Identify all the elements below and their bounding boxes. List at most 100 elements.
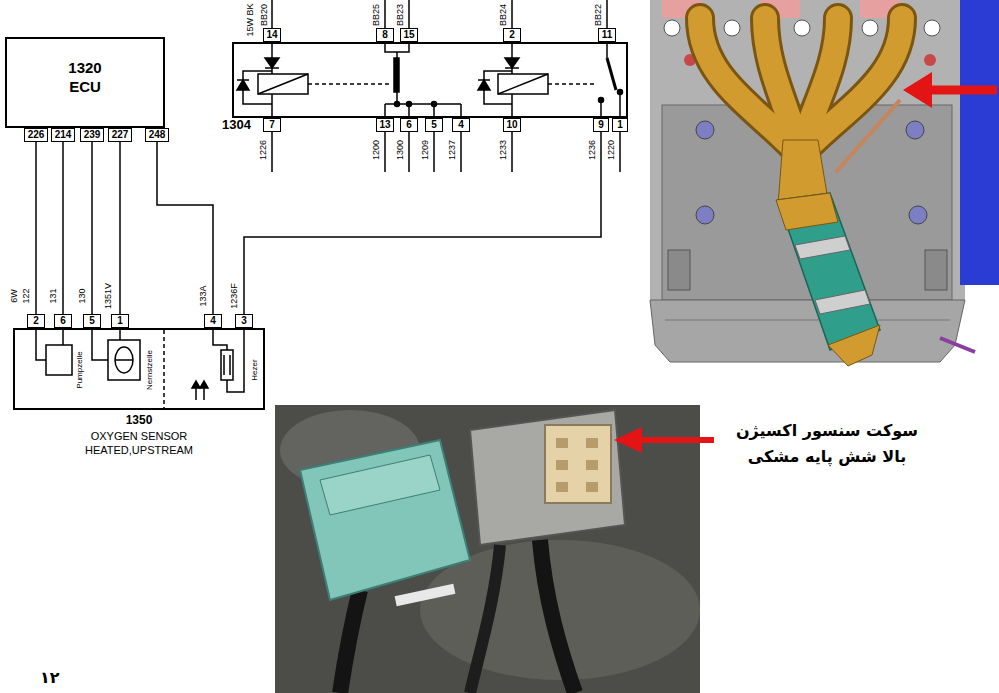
connector-photo (556, 482, 568, 492)
sensor-cell-symbol (192, 381, 200, 388)
component-number: 1350 (15, 413, 263, 427)
engine-illustration (650, 0, 999, 366)
engine-illustration (794, 20, 810, 36)
wire (119, 128, 121, 328)
engine-illustration (650, 300, 965, 362)
relay-symbol (607, 58, 616, 90)
sensor-cell-symbol (46, 345, 72, 375)
wire-code: 15W BK (246, 3, 255, 36)
pin-number: 8 (376, 28, 394, 42)
pin-number: 11 (598, 28, 616, 42)
engine-illustration (924, 20, 940, 36)
relay-symbol (478, 80, 490, 90)
wire (244, 118, 601, 328)
connector-photo (300, 440, 470, 600)
relay-symbol (237, 80, 272, 104)
ecu-box: 1320 ECU (5, 37, 165, 128)
pin-number: 226 (24, 128, 48, 142)
wire-code: 1209 (421, 140, 430, 160)
wire-code: 1237 (448, 140, 457, 160)
relay-symbol (308, 83, 390, 85)
pin-number: 7 (263, 118, 281, 132)
connector-photo (640, 437, 714, 443)
wire-code: 130 (78, 288, 87, 303)
sensor-cell-symbol (221, 350, 233, 380)
connector-photo (320, 455, 440, 515)
engine-illustration (815, 290, 870, 314)
wire-code: 1351V (104, 283, 113, 309)
engine-illustration (960, 0, 999, 285)
relay-symbol (237, 80, 249, 90)
wire (35, 128, 37, 328)
connector-photo (586, 460, 598, 470)
pin-number: 1 (612, 118, 628, 132)
connector-photo (586, 438, 598, 448)
connector-photo (395, 584, 456, 606)
sensor-cell-symbol (213, 328, 227, 350)
engine-illustration (696, 206, 714, 224)
component-name: OXYGEN SENSOR HEATED,UPSTREAM (77, 429, 201, 458)
relay-symbol (505, 58, 519, 68)
pin-number: 4 (452, 118, 470, 132)
engine-illustration (800, 18, 902, 155)
pin-number: 248 (145, 128, 169, 142)
sensor-cell-symbol (224, 355, 230, 375)
engine-illustration (724, 20, 740, 36)
engine-illustration (828, 325, 880, 366)
connector-photo (556, 460, 568, 470)
engine-illustration (700, 18, 800, 155)
engine-illustration (925, 250, 947, 290)
wire-code: 133A (199, 285, 208, 306)
engine-illustration (903, 72, 932, 108)
wire-code: 131 (49, 288, 58, 303)
relay-symbol (484, 71, 512, 80)
pin-number: 5 (83, 314, 101, 328)
engine-illustration (665, 320, 950, 321)
wire (91, 128, 93, 328)
connector-photo (470, 410, 625, 545)
relay-symbol (385, 92, 461, 118)
connector-photo (545, 425, 611, 503)
sensor-cell-symbol (115, 359, 133, 361)
pin-number: 227 (108, 128, 132, 142)
connector-photo (470, 545, 500, 693)
engine-illustration (836, 100, 900, 172)
cell-name: Hezer (251, 359, 259, 380)
wire-code: 1233 (499, 140, 508, 160)
pin-number: 4 (204, 314, 222, 328)
relay-symbol (385, 42, 409, 58)
engine-illustration (924, 54, 936, 66)
wire-code: 6W (10, 289, 19, 303)
relay-symbol (271, 42, 273, 58)
wire-code: 1300 (396, 140, 405, 160)
callout-text: سوکت سنسور اکسیژن بالا شش پایه مشکی (722, 418, 932, 469)
relay-symbol (606, 42, 608, 58)
relay-symbol (237, 0, 623, 172)
relay-symbol (498, 74, 548, 118)
wire-code: BB24 (499, 4, 508, 26)
relay-symbol (243, 71, 272, 80)
sensor-cell-symbol (115, 347, 133, 373)
sensor-box: 1350OXYGEN SENSOR HEATED,UPSTREAM (13, 328, 265, 410)
sensor-cell-symbol (108, 340, 140, 380)
connector-photo (556, 438, 568, 448)
engine-illustration (800, 18, 902, 155)
pin-number: 14 (263, 28, 281, 42)
wire-code: 1200 (372, 140, 381, 160)
engine-illustration (664, 20, 680, 36)
pin-number: 15 (400, 28, 418, 42)
pin-number: 6 (400, 118, 418, 132)
engine-illustration (668, 250, 690, 290)
sensor-cell-symbol (36, 328, 244, 408)
connector-photo (540, 540, 575, 693)
wire-code: BB22 (594, 4, 603, 26)
component-number: 1320 ECU (62, 59, 108, 97)
relay-symbol (601, 92, 620, 118)
engine-illustration (928, 86, 997, 95)
engine-illustration (862, 20, 878, 36)
wire (157, 128, 213, 328)
relay-symbol (394, 58, 399, 92)
pin-number: 1 (111, 314, 129, 328)
cell-name: Nernstzelle (146, 350, 154, 390)
